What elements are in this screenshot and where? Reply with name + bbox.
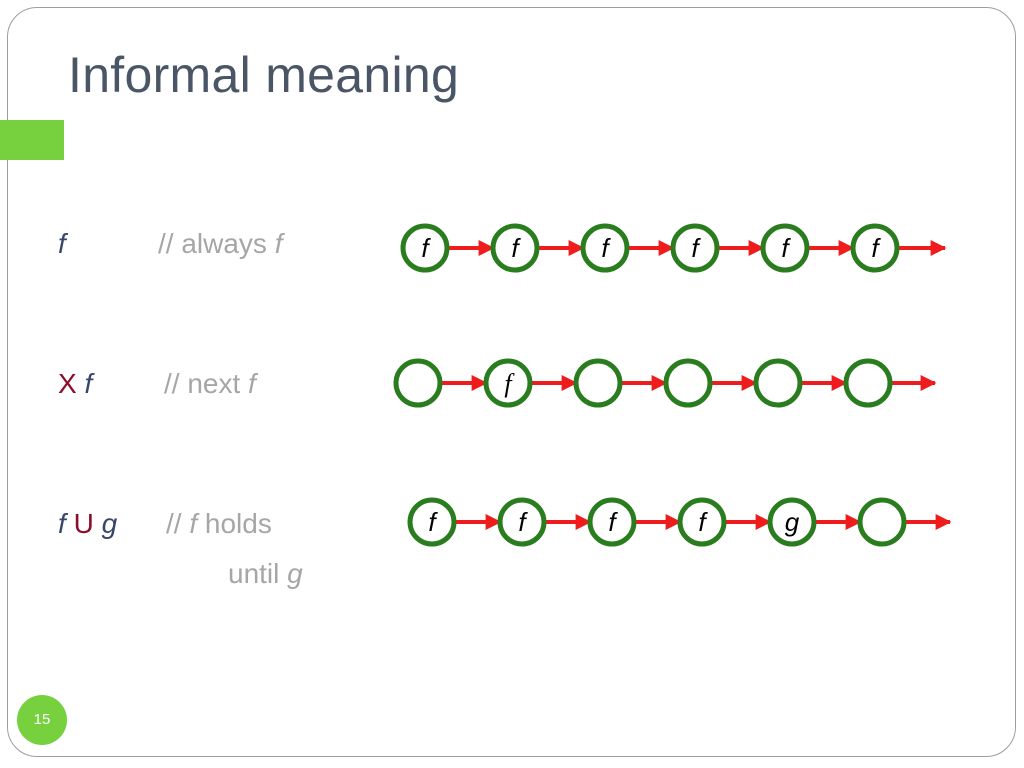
state-circle <box>587 497 637 547</box>
until-operator: U <box>73 508 94 539</box>
state-circle <box>393 358 443 408</box>
always-formula: f <box>58 228 66 260</box>
state-circle <box>573 358 623 408</box>
next-comment-var: f <box>248 368 256 399</box>
state-label: f <box>781 233 791 263</box>
state-circle <box>767 497 817 547</box>
next-comment-text: // next <box>164 368 249 399</box>
state-circle <box>677 497 727 547</box>
state-circle <box>400 223 450 273</box>
state-label: f <box>518 507 528 537</box>
state-label: f <box>421 233 431 263</box>
always-comment-var: f <box>274 228 283 259</box>
next-formula-var: f <box>84 368 93 399</box>
next-operator: X <box>58 368 77 399</box>
until-formula: f U g <box>58 508 117 540</box>
until-comment-line2: until g <box>228 558 303 590</box>
state-circle <box>670 223 720 273</box>
state-label: f <box>601 233 611 263</box>
state-label: f <box>511 233 521 263</box>
state-circle <box>580 223 630 273</box>
state-circle <box>490 223 540 273</box>
state-circle <box>843 358 893 408</box>
state-circle <box>497 497 547 547</box>
always-comment: // always f <box>158 228 282 260</box>
state-circle <box>760 223 810 273</box>
until-comment-line2-text: until <box>228 558 288 589</box>
until-comment-line2-var: g <box>287 558 303 589</box>
state-label: f <box>698 507 708 537</box>
state-circle <box>483 358 533 408</box>
always-comment-text: // always <box>158 228 275 259</box>
state-label: f <box>691 233 701 263</box>
until-comment-holds: holds <box>197 508 272 539</box>
state-circle <box>663 358 713 408</box>
page-number-badge: 15 <box>17 695 67 745</box>
state-label: f <box>871 233 881 263</box>
state-circle <box>753 358 803 408</box>
next-comment: // next f <box>164 368 256 400</box>
until-comment-var: f <box>189 508 198 539</box>
state-label: f <box>608 507 618 537</box>
state-circle <box>850 223 900 273</box>
state-label: f <box>428 507 438 537</box>
until-comment-text: // <box>166 508 190 539</box>
state-label: f <box>504 369 515 398</box>
next-formula: X f <box>58 368 92 400</box>
always-formula-var: f <box>58 228 66 259</box>
state-label: g <box>785 507 800 537</box>
until-comment-line1: // f holds <box>166 508 272 540</box>
until-formula-right-var: g <box>101 508 118 539</box>
state-circle <box>407 497 457 547</box>
title-accent-bar <box>0 120 64 160</box>
state-circle <box>857 497 907 547</box>
slide-title: Informal meaning <box>68 47 460 103</box>
until-formula-left-var: f <box>58 508 66 539</box>
